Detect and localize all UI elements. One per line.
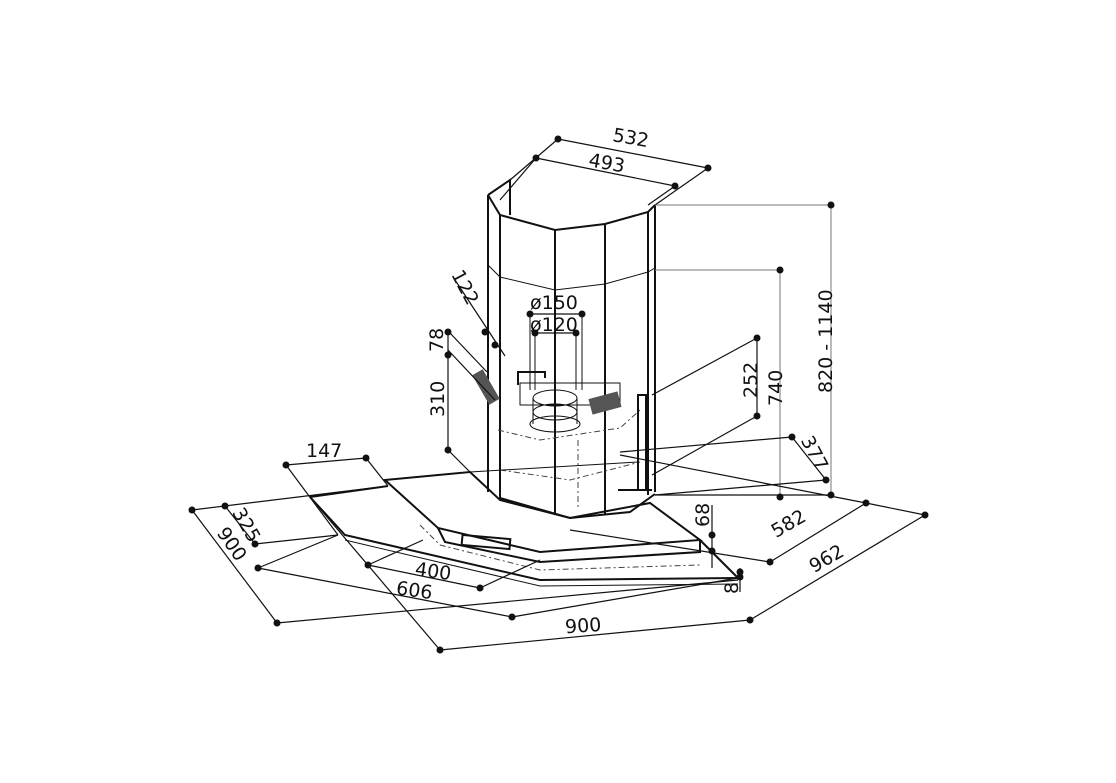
- chimney: [487, 178, 656, 520]
- dim-68: 68: [692, 503, 714, 527]
- dimension-dots: [188, 135, 929, 654]
- dim-900-bottom: 900: [564, 614, 602, 638]
- dim-8: 8: [721, 582, 743, 594]
- dim-820-1140: 820 - 1140: [815, 289, 837, 393]
- dim-582: 582: [767, 505, 809, 542]
- dim-606: 606: [395, 577, 434, 604]
- dim-400: 400: [414, 558, 453, 585]
- dim-duct-120: ø120: [530, 314, 578, 336]
- motor-unit: [472, 369, 652, 510]
- canopy: [309, 461, 739, 587]
- dim-147: 147: [306, 440, 342, 462]
- dim-310: 310: [427, 381, 449, 417]
- dim-962: 962: [805, 540, 847, 577]
- control-panel: [460, 533, 512, 551]
- dim-740: 740: [765, 370, 787, 406]
- dim-78: 78: [426, 328, 448, 352]
- dim-122: 122: [446, 266, 482, 308]
- dim-252: 252: [740, 362, 762, 398]
- dim-493: 493: [587, 149, 627, 177]
- dim-377: 377: [796, 432, 832, 474]
- dim-duct-150: ø150: [530, 292, 578, 314]
- dim-532: 532: [611, 124, 651, 152]
